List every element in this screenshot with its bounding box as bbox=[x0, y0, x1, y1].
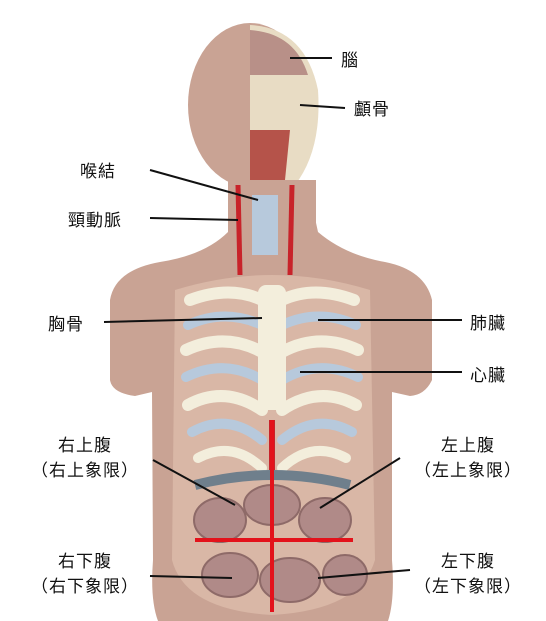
brain-section bbox=[250, 30, 308, 75]
carotid-artery-right bbox=[287, 184, 295, 276]
label-right-upper-quadrant: 右上腹 （右上象限） bbox=[6, 434, 164, 484]
ruq-title: 右上腹 bbox=[58, 436, 112, 456]
leader-ruq bbox=[152, 459, 236, 506]
rlq-title: 右下腹 bbox=[58, 552, 112, 572]
rib-cage bbox=[180, 286, 364, 473]
face-muscle bbox=[250, 130, 290, 180]
label-carotid: 頸動脈 bbox=[68, 211, 122, 231]
leader-lines bbox=[103, 57, 462, 579]
leader-llq bbox=[317, 569, 411, 579]
quadrant-lines bbox=[195, 420, 353, 612]
llq-subtitle: （左下象限） bbox=[414, 577, 522, 597]
trachea bbox=[252, 195, 278, 255]
leader-sternum bbox=[103, 317, 263, 323]
luq-title: 左上腹 bbox=[441, 436, 495, 456]
label-heart: 心臟 bbox=[470, 366, 506, 386]
sternum-bone bbox=[258, 285, 286, 410]
rlq-subtitle: （右下象限） bbox=[31, 577, 139, 597]
leader-rlq bbox=[149, 575, 233, 579]
luq-subtitle: （左上象限） bbox=[414, 461, 522, 481]
leader-luq bbox=[319, 457, 401, 509]
label-lung: 肺臟 bbox=[470, 314, 506, 334]
label-left-lower-quadrant: 左下腹 （左下象限） bbox=[390, 550, 546, 600]
label-larynx: 喉結 bbox=[80, 162, 116, 182]
leader-skull bbox=[299, 104, 346, 109]
leader-carotid bbox=[149, 217, 239, 221]
label-sternum: 胸骨 bbox=[48, 315, 84, 335]
label-brain: 腦 bbox=[341, 51, 359, 71]
carotid-artery bbox=[235, 184, 243, 276]
label-right-lower-quadrant: 右下腹 （右下象限） bbox=[6, 550, 164, 600]
leader-larynx bbox=[149, 169, 259, 201]
label-skull: 顱骨 bbox=[354, 100, 390, 120]
label-left-upper-quadrant: 左上腹 （左上象限） bbox=[390, 434, 546, 484]
llq-title: 左下腹 bbox=[441, 552, 495, 572]
ruq-subtitle: （右上象限） bbox=[31, 461, 139, 481]
